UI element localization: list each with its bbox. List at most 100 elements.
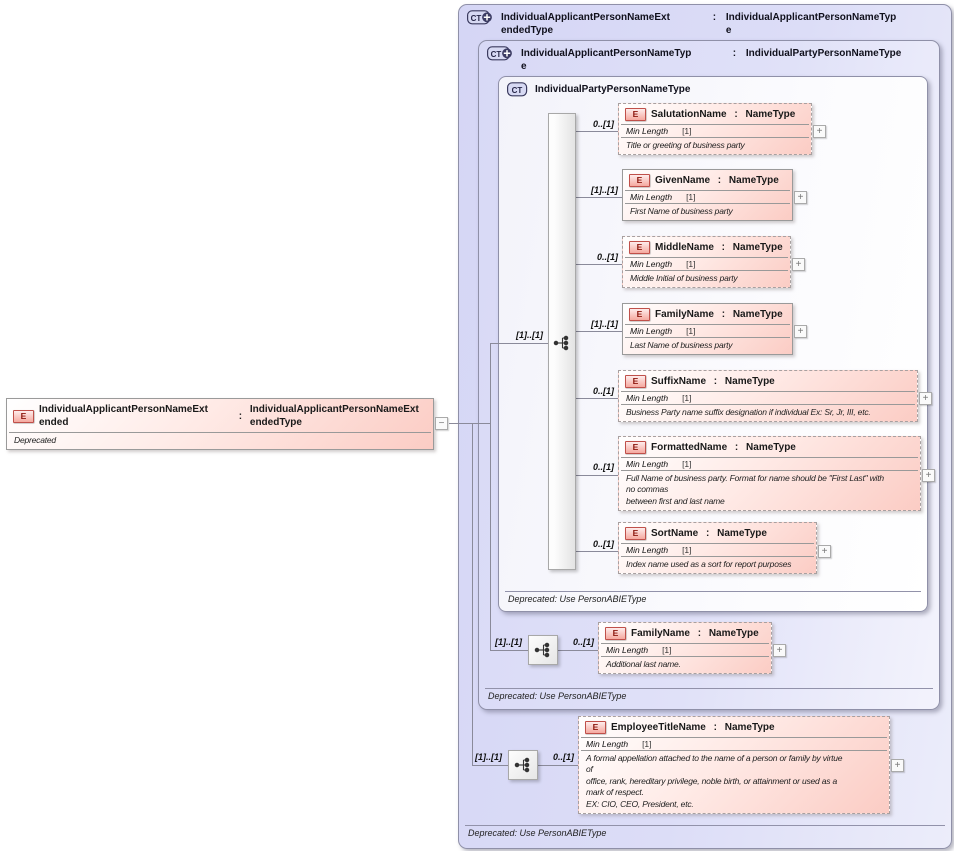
cardinality-label: [1]..[1] [591, 185, 618, 195]
type-separator: : [236, 410, 245, 422]
type-separator: : [718, 309, 728, 320]
connector [576, 331, 622, 332]
element-root[interactable]: E IndividualApplicantPersonNameExt ended… [6, 398, 434, 451]
deprecated-note-inner: Deprecated: Use PersonABIEType [505, 591, 921, 604]
expand-button[interactable]: + [891, 759, 904, 772]
facet-value: [1] [682, 126, 692, 136]
type-separator: : [710, 722, 720, 733]
element-name: FormattedName [651, 442, 728, 453]
expand-button[interactable]: + [792, 258, 805, 271]
cardinality-label: [1]..[1] [475, 752, 502, 762]
element-annotation: Middle Initial of business party [625, 270, 788, 287]
facet-value: [1] [682, 393, 692, 403]
cardinality-label: [1]..[1] [516, 330, 543, 340]
element-header: E FamilyName : NameType [599, 623, 771, 643]
sequence-compositor[interactable] [528, 635, 558, 665]
element-header: E EmployeeTitleName : NameType [579, 717, 889, 737]
element-icon: E [625, 108, 646, 121]
cardinality-label: 0..[1] [592, 386, 614, 396]
complex-type-base: IndividualApplicantPersonNameTyp e [725, 12, 897, 36]
element-icon: E [13, 409, 34, 423]
expand-button[interactable]: + [813, 125, 826, 138]
facet-label: Min Length [630, 259, 673, 269]
svg-text:CT: CT [471, 14, 482, 23]
facet-label: Min Length [606, 645, 649, 655]
element-icon: E [585, 721, 606, 734]
complex-type-icon: CT [507, 82, 528, 97]
deprecated-note-middle: Deprecated: Use PersonABIEType [485, 688, 933, 701]
element-type: NameType [745, 109, 796, 120]
element-annotation: Business Party name suffix designation i… [621, 404, 915, 421]
element-name: SortName [651, 528, 699, 539]
svg-text:CT: CT [512, 86, 523, 95]
element-header: E GivenName : NameType [623, 170, 792, 190]
expand-button[interactable]: + [919, 392, 932, 405]
element-header: E FamilyName : NameType [623, 304, 792, 324]
element-header: E SalutationName : NameType [619, 104, 811, 124]
element-salutation-name[interactable]: E SalutationName : NameType Min Length[1… [618, 103, 812, 156]
sequence-compositor[interactable] [508, 750, 538, 780]
cardinality-label: 0..[1] [552, 752, 574, 762]
complex-type-name: IndividualPartyPersonNameType [535, 84, 691, 95]
element-annotation: Title or greeting of business party [621, 137, 809, 154]
connector [490, 343, 491, 650]
element-middle-name[interactable]: E MiddleName : NameType Min Length [1] Mi… [622, 236, 791, 289]
type-separator: : [730, 48, 739, 59]
element-header: E IndividualApplicantPersonNameExt ended… [7, 399, 433, 432]
element-annotation: Deprecated [9, 432, 431, 449]
expand-button[interactable]: + [818, 545, 831, 558]
complex-type-base: IndividualPartyPersonNameType [745, 48, 902, 59]
element-name: SuffixName [651, 376, 707, 387]
facet-value: [1] [686, 326, 696, 336]
element-family-name-additional[interactable]: E FamilyName : NameType Min Length[1] Ad… [598, 622, 772, 675]
element-given-name[interactable]: E GivenName : NameType Min Length[1] Fir… [622, 169, 793, 222]
facet-value: [1] [642, 739, 652, 749]
complex-type-extension-icon: CT [487, 46, 512, 61]
element-header: E SortName : NameType [619, 523, 816, 543]
cardinality-label: 0..[1] [592, 462, 614, 472]
facet-label: Min Length [626, 459, 669, 469]
complex-type-extension-icon: CT [467, 10, 492, 25]
facet-row: Min Length[1] [581, 737, 887, 750]
facet-value: [1] [686, 259, 696, 269]
element-family-name[interactable]: E FamilyName : NameType Min Length[1] La… [622, 303, 793, 356]
connector [490, 343, 548, 344]
connector [472, 423, 473, 765]
element-icon: E [629, 174, 650, 187]
element-suffix-name[interactable]: E SuffixName : NameType Min Length[1] Bu… [618, 370, 918, 423]
facet-row: Min Length[1] [621, 124, 809, 137]
expand-button[interactable]: + [794, 191, 807, 204]
element-icon: E [625, 441, 646, 454]
facet-label: Min Length [626, 545, 669, 555]
element-icon: E [629, 241, 650, 254]
facet-row: Min Length[1] [621, 457, 918, 470]
expand-button[interactable]: + [922, 469, 935, 482]
element-employee-title-name[interactable]: E EmployeeTitleName : NameType Min Lengt… [578, 716, 890, 815]
element-annotation: Additional last name. [601, 656, 769, 673]
facet-row: Min Length [1] [621, 543, 814, 556]
element-annotation: Last Name of business party [625, 337, 790, 354]
element-sort-name[interactable]: E SortName : NameType Min Length[1] Inde… [618, 522, 817, 575]
sequence-icon [534, 642, 550, 658]
type-separator: : [703, 528, 713, 539]
facet-label: Min Length [630, 192, 673, 202]
connector [576, 264, 622, 265]
element-annotation: Full Name of business party. Format for … [621, 470, 918, 510]
sequence-icon [514, 757, 530, 773]
element-type: NameType [708, 628, 759, 639]
element-name: FamilyName [631, 628, 690, 639]
expand-button[interactable]: + [794, 325, 807, 338]
element-header: E MiddleName : NameType [623, 237, 790, 257]
facet-value: [1] [682, 545, 692, 555]
element-name: EmployeeTitleName [611, 722, 706, 733]
expand-button[interactable]: + [773, 644, 786, 657]
element-formatted-name[interactable]: E FormattedName : NameType Min Length[1]… [618, 436, 921, 512]
sequence-icon [553, 335, 569, 351]
connector [472, 765, 508, 766]
connector [490, 650, 528, 651]
element-header: E FormattedName : NameType [619, 437, 920, 457]
collapse-button[interactable]: − [435, 417, 448, 430]
connector [576, 197, 622, 198]
connector [576, 475, 618, 476]
cardinality-label: [1]..[1] [591, 319, 618, 329]
